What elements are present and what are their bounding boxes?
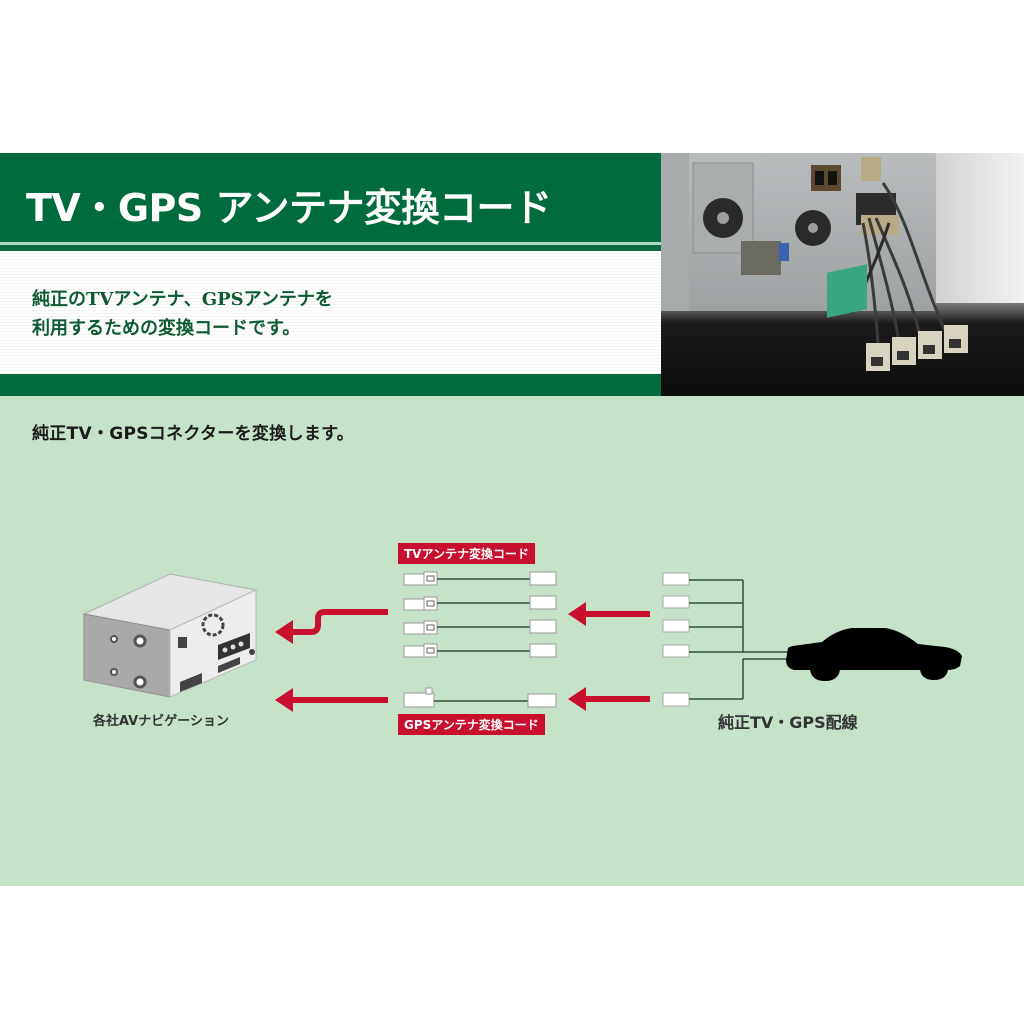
arrow-vehicle-gps	[568, 687, 650, 711]
gps-conversion-cable	[403, 687, 557, 708]
arrow-tv-to-navi	[275, 609, 388, 644]
car-silhouette-icon	[786, 628, 962, 681]
arrow-gps-to-navi	[275, 688, 388, 712]
page-title: TV・GPS アンテナ変換コード	[26, 186, 552, 230]
diagram-graphics	[82, 571, 962, 712]
vehicle-harness	[662, 572, 790, 707]
description-line-1: 純正のTVアンテナ、GPSアンテナを	[32, 289, 333, 310]
diagram-heading: 純正TV・GPSコネクターを変換します。	[32, 424, 355, 444]
description-band: 純正のTVアンテナ、GPSアンテナを 利用するための変換コードです。	[0, 251, 661, 374]
gps-cord-label: GPSアンテナ変換コード	[398, 714, 545, 735]
bottom-green-band	[0, 374, 661, 396]
divider-band	[0, 245, 661, 251]
title-band: TV・GPS アンテナ変換コード	[0, 153, 661, 242]
hero-section: TV・GPS アンテナ変換コード 純正のTVアンテナ、GPSアンテナを 利用する…	[0, 153, 1024, 396]
divider-line	[0, 242, 661, 245]
description-line-2: 利用するための変換コードです。	[32, 318, 301, 339]
tv-conversion-cables	[403, 571, 557, 658]
tv-cable-2	[403, 595, 557, 611]
product-description: 純正のTVアンテナ、GPSアンテナを 利用するための変換コードです。	[32, 285, 333, 343]
product-photo-illustration	[661, 153, 1024, 396]
tv-cable-4	[403, 643, 557, 658]
hero-text-panel: TV・GPS アンテナ変換コード 純正のTVアンテナ、GPSアンテナを 利用する…	[0, 153, 661, 396]
tv-cable-3	[403, 619, 557, 635]
navi-caption: 各社AVナビゲーション	[93, 714, 229, 729]
arrow-vehicle-tv	[568, 602, 650, 626]
navigation-unit-icon	[82, 573, 258, 698]
tv-cord-label: TVアンテナ変換コード	[398, 543, 535, 564]
vehicle-caption: 純正TV・GPS配線	[718, 713, 858, 732]
tv-cable-1	[403, 571, 557, 586]
connection-diagram: 純正TV・GPSコネクターを変換します。	[0, 396, 1024, 886]
product-photo	[661, 153, 1024, 396]
